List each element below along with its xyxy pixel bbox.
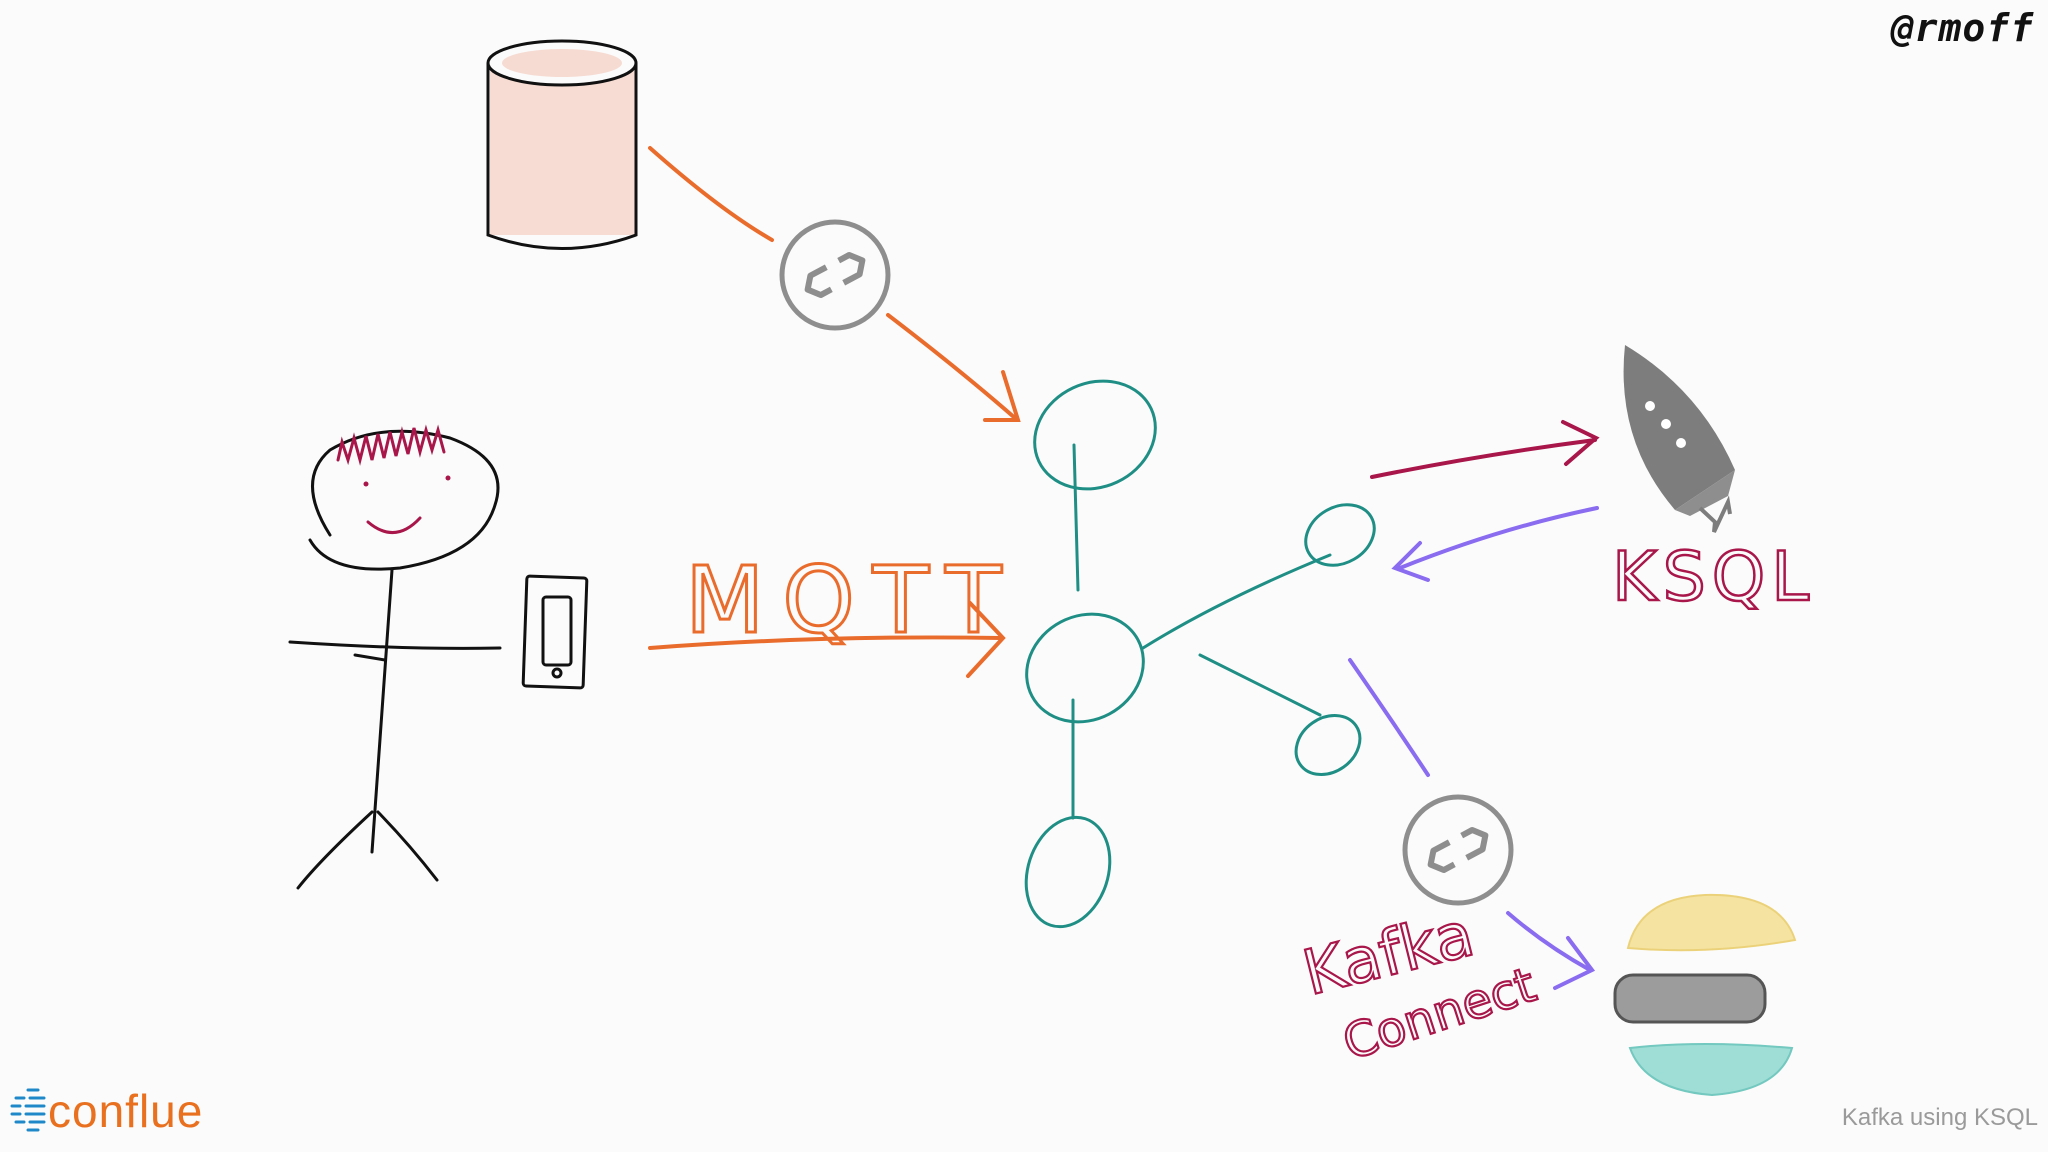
database-icon (486, 39, 638, 250)
phone-icon (521, 574, 589, 690)
ksql-label: KSQL (1612, 538, 1815, 617)
brand-logo: conflue (10, 1086, 203, 1136)
author-handle: @rmoff (1890, 6, 2034, 50)
connector-icon (1402, 794, 1514, 906)
mqtt-label: MQTT (685, 547, 1020, 654)
person-icon (288, 424, 502, 890)
slide-title: Kafka using KSQL (1841, 1104, 2038, 1131)
rocket-icon (1623, 345, 1735, 533)
kafka-to-connect-line (1348, 658, 1430, 777)
brand-wordmark: conflue (48, 1085, 204, 1137)
kafka-connect-label: Kafka Connect (1295, 896, 1544, 1073)
ksql-to-kafka-arrow (1391, 506, 1599, 582)
mqtt-arrow (648, 601, 1006, 678)
stacked-bars-icon (1613, 893, 1797, 1097)
logo-mark-icon (10, 1088, 46, 1132)
connect-to-sink-arrow (1506, 911, 1596, 990)
connector-icon (779, 219, 891, 331)
kafka-to-ksql-arrow (1370, 420, 1600, 479)
kafka-cluster-icon (1024, 379, 1376, 929)
db-to-kafka-arrow (648, 146, 1021, 422)
